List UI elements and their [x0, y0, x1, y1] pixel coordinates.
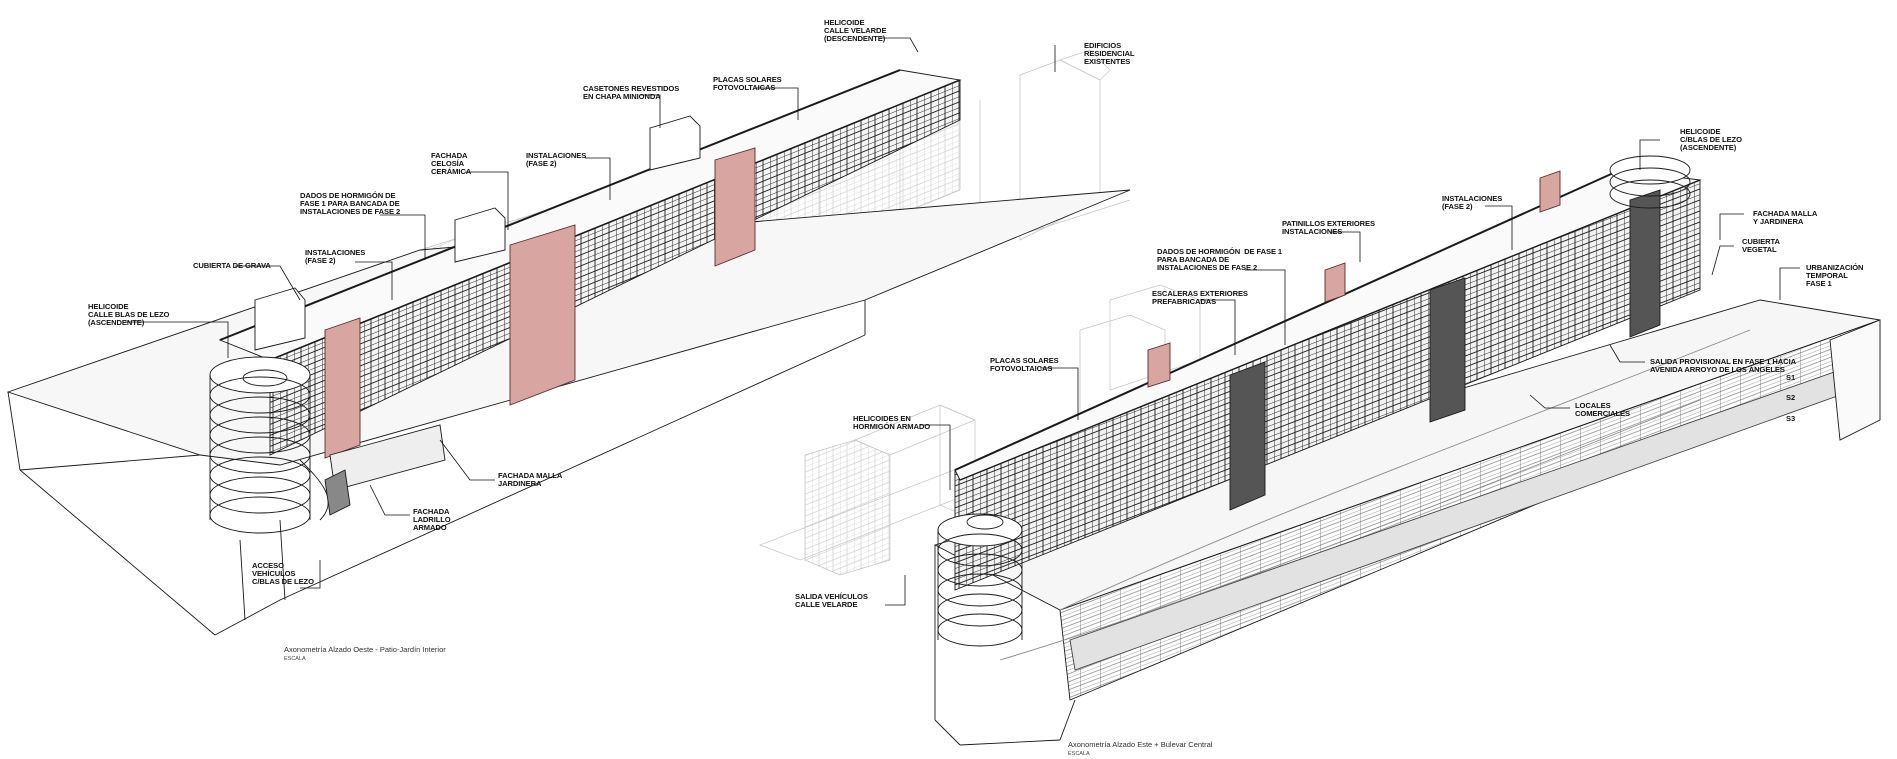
label-instalaciones-fase2-east: INSTALACIONES (FASE 2) — [1442, 194, 1503, 212]
label-urbanizacion-temporal: URBANIZACIÓN TEMPORAL FASE 1 — [1806, 263, 1864, 289]
label-dados-hormigon-east: DADOS DE HORMIGÓN DE FASE 1 PARA BANCADA… — [1157, 247, 1283, 273]
level-s3: S3 — [1786, 414, 1796, 423]
label-salida-provisional: SALIDA PROVISIONAL EN FASE 1 HACIA AVENI… — [1650, 357, 1796, 375]
label-helicoide-blas-east: HELICOIDE C/BLAS DE LEZO (ASCENDENTE) — [1680, 127, 1742, 153]
label-locales-comerciales: LOCALES COMERCIALES — [1575, 401, 1631, 419]
leader-lines — [125, 37, 1800, 606]
scale-west: ESCALA — [284, 656, 306, 662]
west-caseton-3 — [649, 115, 701, 171]
level-s1: S1 — [1786, 373, 1796, 382]
label-placas-solares-west: PLACAS SOLARES FOTOVOLTAICAS — [713, 75, 782, 93]
label-instalaciones-fase2-west-a: INSTALACIONES (FASE 2) — [526, 151, 587, 169]
west-caseton-2 — [454, 207, 506, 263]
label-fachada-malla-east: FACHADA MALLA Y JARDINERA — [1753, 209, 1818, 227]
label-cubierta-vegetal: CUBIERTA VEGETAL — [1742, 237, 1780, 255]
east-stair-tower-3 — [1629, 189, 1661, 338]
east-brick-caseton-1 — [1147, 342, 1171, 388]
east-helicoid-ramp — [937, 513, 1023, 647]
label-helicoide-velarde: HELICOIDE CALLE VELARDE (DESCENDENTE) — [824, 18, 887, 44]
label-edificios-existentes: EDIFICIOS RESIDENCIAL EXISTENTES — [1084, 41, 1135, 67]
level-s2: S2 — [1786, 393, 1796, 402]
label-helicoides-hormigon: HELICOIDES EN HORMIGÓN ARMADO — [853, 414, 931, 432]
label-salida-vehiculos: SALIDA VEHÍCULOS CALLE VELARDE — [795, 592, 868, 610]
east-brick-caseton-2 — [1324, 262, 1346, 303]
east-brick-caseton-3 — [1539, 170, 1561, 213]
label-cubierta-grava: CUBIERTA DE GRAVA — [193, 261, 271, 270]
label-placas-solares-east: PLACAS SOLARES FOTOVOLTAICAS — [990, 356, 1059, 374]
scale-east: ESCALA — [1068, 751, 1090, 757]
caption-east: Axonometría Alzado Este + Bulevar Centra… — [1068, 740, 1213, 749]
west-caseton-1 — [254, 287, 306, 351]
label-fachada-celosia: FACHADA CELOSÍA CERÁMICA — [431, 151, 472, 177]
east-axonometry — [759, 155, 1881, 746]
west-brick-core-3 — [714, 147, 756, 267]
label-escaleras-exteriores: ESCALERAS EXTERIORES PREFABRICADAS — [1152, 289, 1248, 307]
caption-west: Axonometría Alzado Oeste - Patio-Jardín … — [284, 645, 446, 654]
label-instalaciones-fase2-west-b: INSTALACIONES (FASE 2) — [305, 248, 366, 266]
east-top-helicoid — [1609, 155, 1691, 209]
east-stair-tower-1 — [1229, 361, 1266, 511]
west-brick-core-1 — [324, 317, 361, 459]
label-helicoide-blas-west: HELICOIDE CALLE BLAS DE LEZO (ASCENDENTE… — [88, 302, 170, 328]
label-dados-hormigon-west: DADOS DE HORMIGÓN DE FASE 1 PARA BANCADA… — [300, 191, 401, 217]
west-helicoid-ramp — [209, 356, 311, 534]
label-fachada-malla-west: FACHADA MALLA JARDINERA — [498, 471, 563, 489]
label-patinillos: PATINILLOS EXTERIORES INSTALACIONES — [1282, 219, 1375, 237]
label-casetones: CASETONES REVESTIDOS EN CHAPA MINIONDA — [583, 84, 680, 102]
east-stair-tower-2 — [1429, 277, 1466, 423]
label-acceso-vehiculos: ACCESO VEHÍCULOS C/BLAS DE LEZO — [252, 561, 314, 587]
west-axonometry — [6, 49, 1131, 636]
west-brick-core-2 — [509, 224, 576, 406]
label-fachada-ladrillo: FACHADA LADRILLO ARMADO — [413, 507, 451, 533]
